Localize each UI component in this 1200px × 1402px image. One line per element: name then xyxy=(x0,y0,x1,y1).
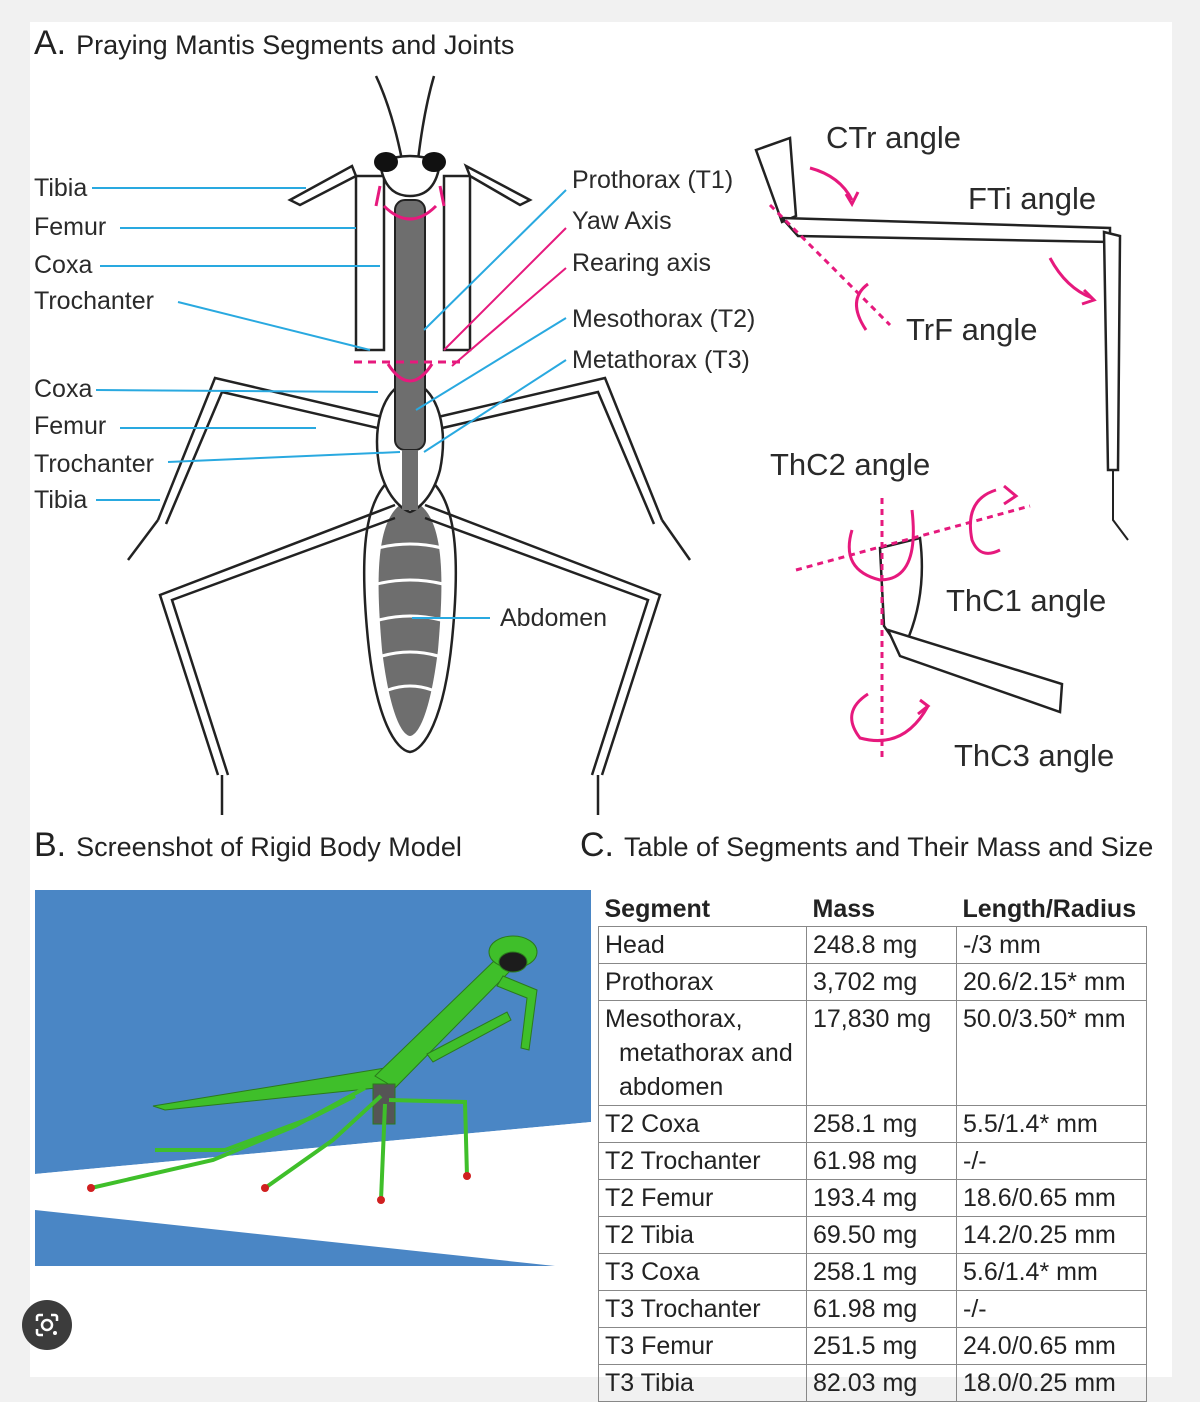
table-header-row: Segment Mass Length/Radius xyxy=(599,893,1147,927)
label-rearing-axis: Rearing axis xyxy=(572,249,711,277)
table-row: T3 Tibia 82.03 mg 18.0/0.25 mm xyxy=(598,1364,1147,1402)
raptorial-legs xyxy=(287,163,533,352)
cell-segment: Head xyxy=(598,926,807,964)
antenna-left xyxy=(374,75,404,161)
cell-size: -/- xyxy=(956,1290,1147,1328)
table-row: Prothorax 3,702 mg 20.6/2.15* mm xyxy=(598,963,1147,1001)
pointer-lines-left xyxy=(92,187,490,619)
panel-a-title: A.Praying Mantis Segments and Joints xyxy=(34,24,515,62)
google-lens-button[interactable] xyxy=(22,1300,72,1350)
cell-segment: T3 Trochanter xyxy=(598,1290,807,1328)
table-row: T2 Coxa 258.1 mg 5.5/1.4* mm xyxy=(598,1105,1147,1143)
cell-segment: T3 Femur xyxy=(598,1327,807,1365)
cell-mass: 69.50 mg xyxy=(806,1216,957,1254)
walking-legs xyxy=(127,376,692,815)
label-mid-coxa: Coxa xyxy=(34,375,93,403)
cell-segment: Prothorax xyxy=(598,963,807,1001)
cell-size: 20.6/2.15* mm xyxy=(956,963,1147,1001)
waist xyxy=(402,450,418,510)
segments-table: Segment Mass Length/Radius Head 248.8 mg… xyxy=(598,893,1147,1402)
cell-mass: 17,830 mg xyxy=(806,1000,957,1106)
cell-size: 24.0/0.65 mm xyxy=(956,1327,1147,1365)
abdomen-body xyxy=(378,500,442,736)
cell-segment: T2 Trochanter xyxy=(598,1142,807,1180)
cell-mass: 3,702 mg xyxy=(806,963,957,1001)
pointer-lines-right xyxy=(415,189,567,453)
cell-mass: 258.1 mg xyxy=(806,1253,957,1291)
label-mid-trochanter: Trochanter xyxy=(34,450,154,478)
table-row: T3 Trochanter 61.98 mg -/- xyxy=(598,1290,1147,1328)
table-row: Mesothorax, metathorax and abdomen 17,83… xyxy=(598,1000,1147,1106)
label-yaw-axis: Yaw Axis xyxy=(572,207,672,235)
label-front-trochanter: Trochanter xyxy=(34,287,154,315)
header-length-radius: Length/Radius xyxy=(962,895,1137,923)
cell-mass: 251.5 mg xyxy=(806,1327,957,1365)
label-abdomen: Abdomen xyxy=(500,604,608,632)
joint-arrows-bottom xyxy=(795,484,1031,760)
antenna-right xyxy=(416,75,436,161)
cell-size: -/3 mm xyxy=(956,926,1147,964)
cell-size: 14.2/0.25 mm xyxy=(956,1216,1147,1254)
label-front-femur: Femur xyxy=(34,213,107,241)
label-trf-angle: TrF angle xyxy=(906,312,1038,347)
google-lens-icon xyxy=(35,1313,59,1337)
foot-top xyxy=(1112,470,1129,541)
cell-mass: 258.1 mg xyxy=(806,1105,957,1143)
table-row: T3 Coxa 258.1 mg 5.6/1.4* mm xyxy=(598,1253,1147,1291)
cell-segment: T3 Coxa xyxy=(598,1253,807,1291)
table-row: T2 Femur 193.4 mg 18.6/0.65 mm xyxy=(598,1179,1147,1217)
table-row: T2 Tibia 69.50 mg 14.2/0.25 mm xyxy=(598,1216,1147,1254)
label-thc2-angle: ThC2 angle xyxy=(770,447,931,482)
label-prothorax: Prothorax (T1) xyxy=(572,166,734,194)
cell-segment: T2 Femur xyxy=(598,1179,807,1217)
label-thc3-angle: ThC3 angle xyxy=(954,738,1115,773)
cell-mass: 61.98 mg xyxy=(806,1142,957,1180)
cell-mass: 82.03 mg xyxy=(806,1364,957,1402)
cell-size: -/- xyxy=(956,1142,1147,1180)
panel-c-title: C.Table of Segments and Their Mass and S… xyxy=(580,826,1154,864)
table-row: Head 248.8 mg -/3 mm xyxy=(598,926,1147,964)
cell-size: 5.6/1.4* mm xyxy=(956,1253,1147,1291)
label-front-tibia: Tibia xyxy=(34,174,88,202)
prothorax xyxy=(394,199,426,451)
cell-segment: T2 Coxa xyxy=(598,1105,807,1143)
cell-segment: T2 Tibia xyxy=(598,1216,807,1254)
label-mid-femur: Femur xyxy=(34,412,107,440)
cell-mass: 193.4 mg xyxy=(806,1179,957,1217)
cell-mass: 248.8 mg xyxy=(806,926,957,964)
label-thc1-angle: ThC1 angle xyxy=(946,583,1107,618)
render-walking-legs xyxy=(90,1086,469,1201)
eye-left xyxy=(374,152,398,172)
label-fti-angle: FTi angle xyxy=(968,181,1097,216)
label-front-coxa: Coxa xyxy=(34,251,93,279)
label-ctr-angle: CTr angle xyxy=(826,120,961,155)
cell-size: 18.6/0.65 mm xyxy=(956,1179,1147,1217)
joint-arrows-top xyxy=(768,166,1097,331)
cell-size: 50.0/3.50* mm xyxy=(956,1000,1147,1106)
cell-size: 5.5/1.4* mm xyxy=(956,1105,1147,1143)
joint-arrows-mantis xyxy=(354,185,466,383)
table-row: T2 Trochanter 61.98 mg -/- xyxy=(598,1142,1147,1180)
rigid-body-render xyxy=(35,890,591,1266)
eye-right xyxy=(422,152,446,172)
render-foreleg xyxy=(496,975,538,1051)
panel-b-title: B.Screenshot of Rigid Body Model xyxy=(34,826,462,864)
cell-mass: 61.98 mg xyxy=(806,1290,957,1328)
header-mass: Mass xyxy=(812,895,876,923)
axis-pointer-lines xyxy=(443,227,567,367)
cell-segment: Mesothorax, metathorax and abdomen xyxy=(598,1000,807,1106)
label-metathorax: Metathorax (T3) xyxy=(572,346,750,374)
label-mesothorax: Mesothorax (T2) xyxy=(572,305,756,333)
leg-joint-diagram-bottom xyxy=(878,536,1064,714)
header-segment: Segment xyxy=(604,895,711,923)
cell-size: 18.0/0.25 mm xyxy=(956,1364,1147,1402)
render-feet xyxy=(87,1172,471,1204)
cell-segment: T3 Tibia xyxy=(598,1364,807,1402)
label-mid-tibia: Tibia xyxy=(34,486,88,514)
leg-joint-diagram-top xyxy=(754,136,1122,472)
table-row: T3 Femur 251.5 mg 24.0/0.65 mm xyxy=(598,1327,1147,1365)
